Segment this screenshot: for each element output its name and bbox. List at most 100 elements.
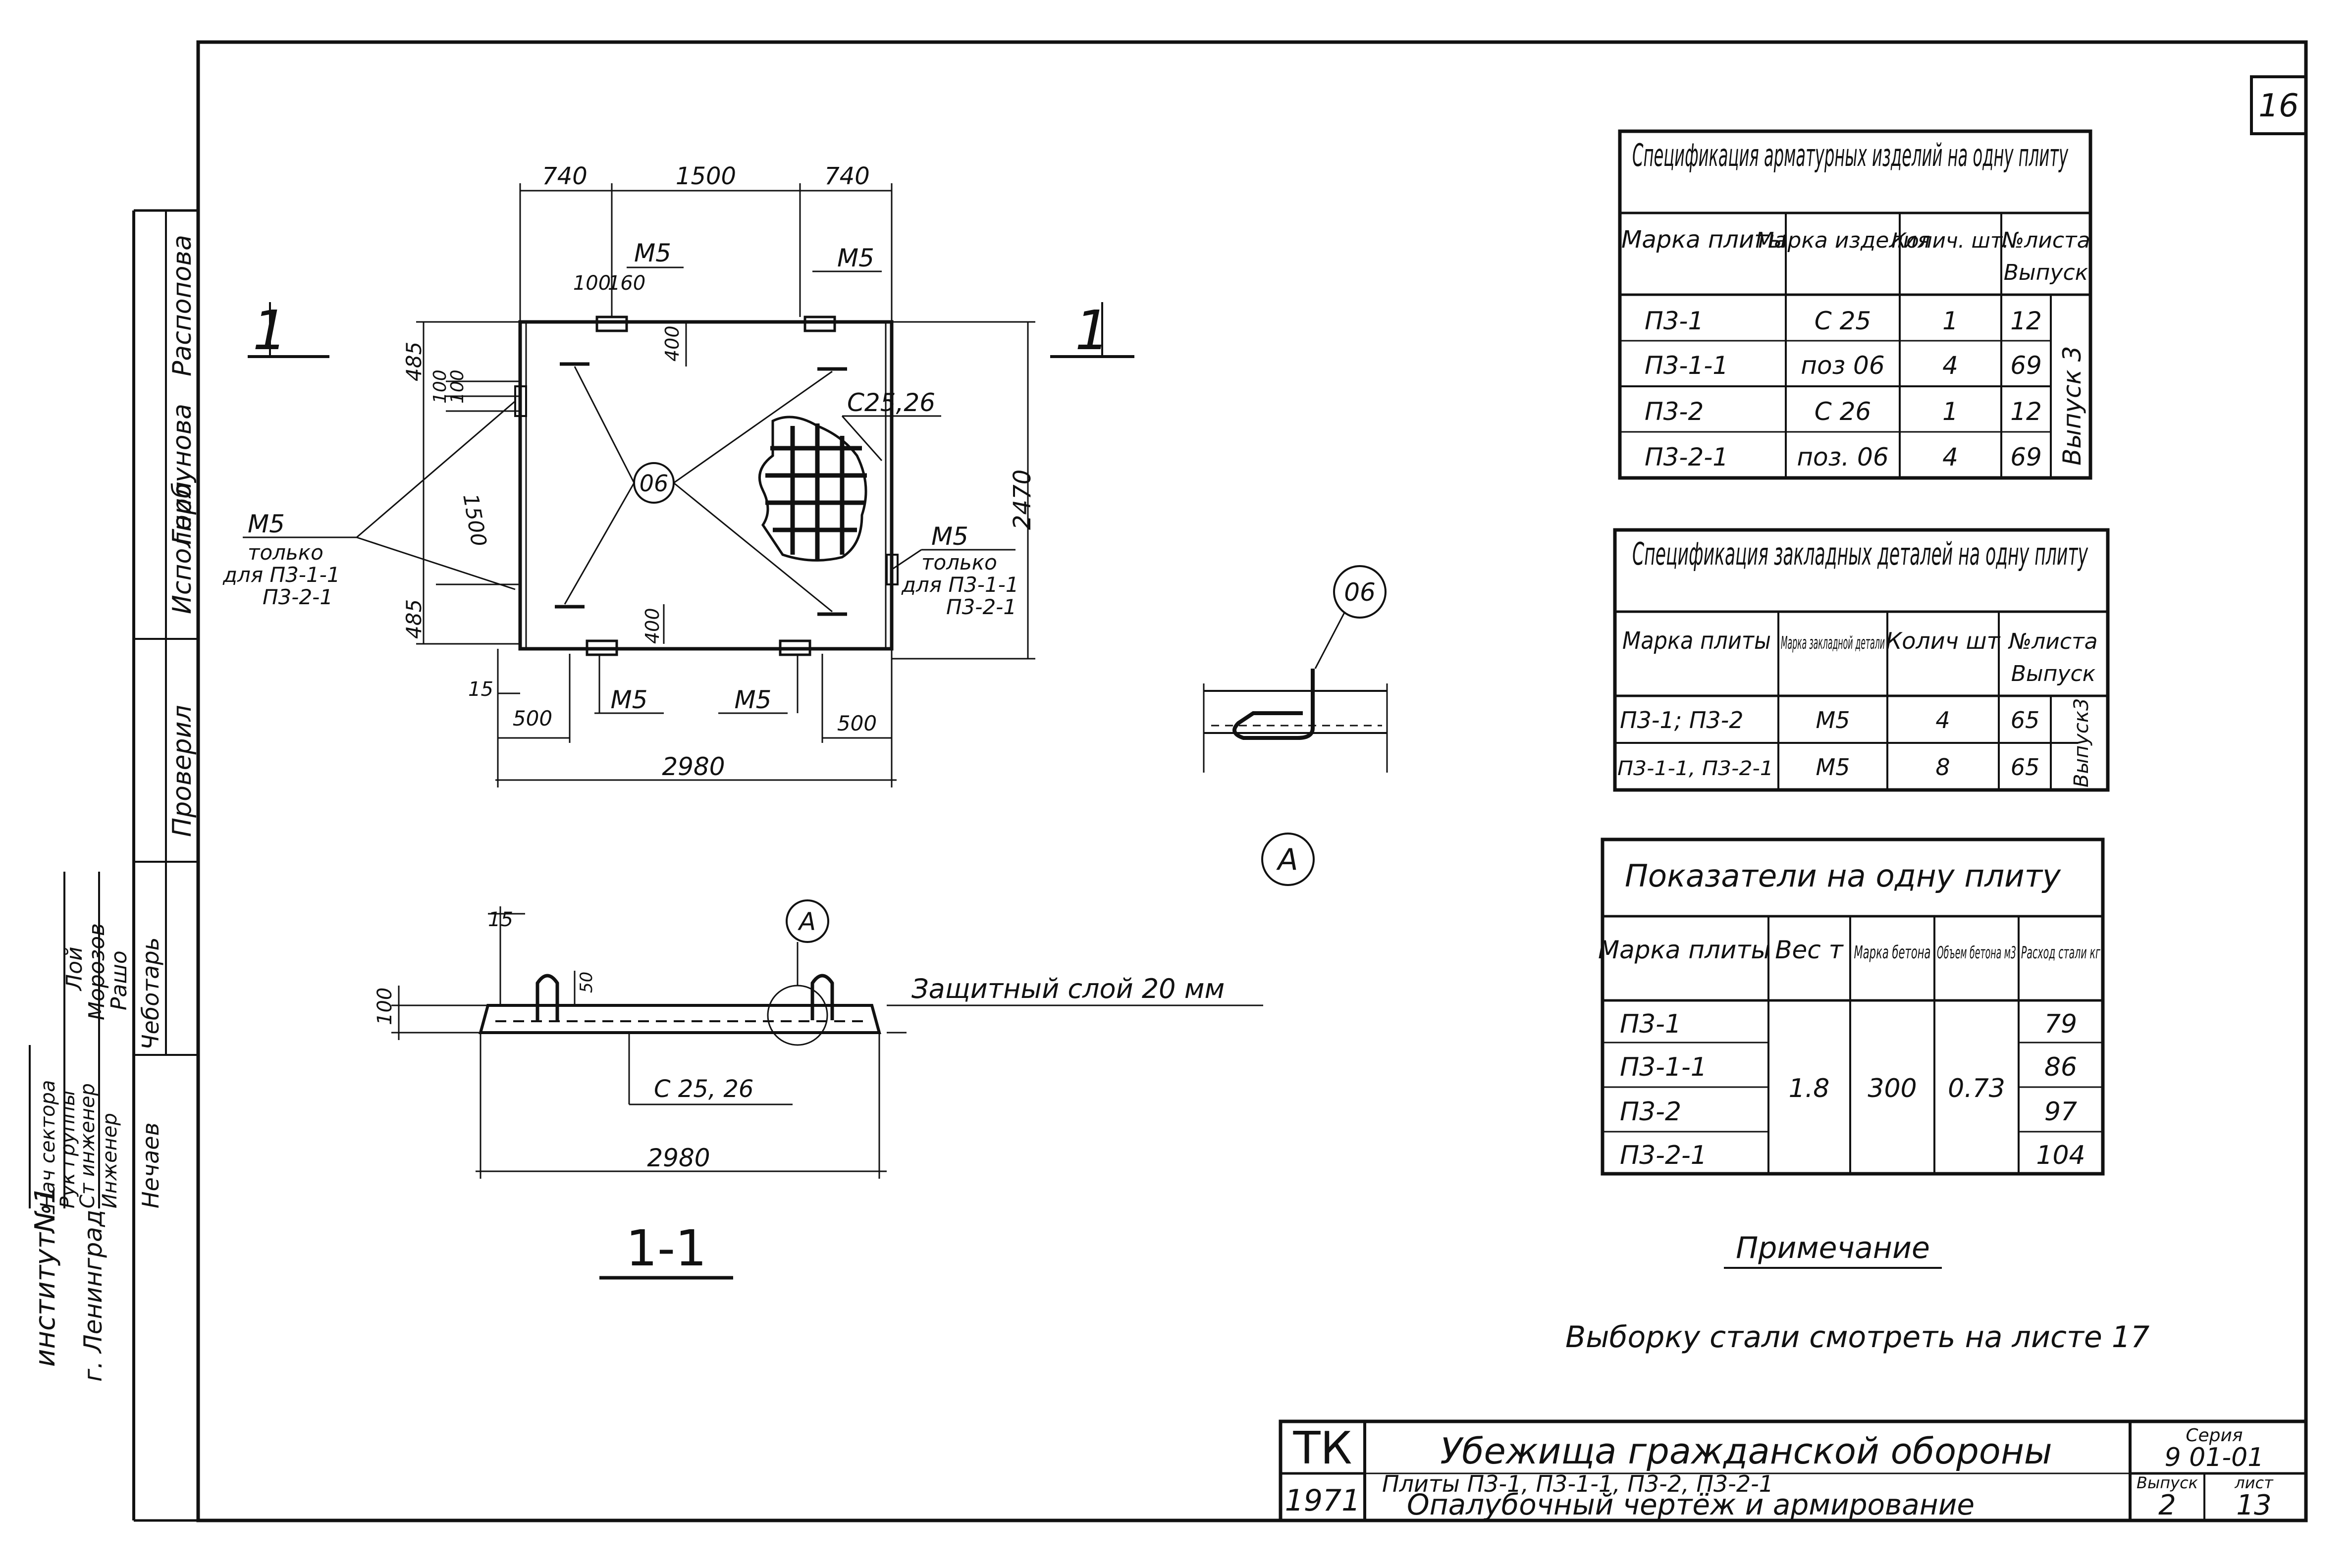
tb-main: Убежища гражданской обороны	[1440, 1430, 2052, 1472]
spec-embedded-title: Спецификация закладных деталей на одну п…	[1632, 536, 2088, 572]
spec-emb-r0c0: П3-1; П3-2	[1620, 707, 1744, 733]
ind-steel-1: 86	[2044, 1052, 2077, 1082]
sheet-number-box	[2250, 75, 2307, 135]
spec-rebar-title: Спецификация арматурных изделий на одну …	[1632, 137, 2069, 173]
dim-1500-left: 1500	[458, 492, 491, 548]
dim-top-3: 740	[824, 162, 870, 190]
tb-sub2: Опалубочный чертёж и армирование	[1407, 1488, 1975, 1521]
note: Примечание Выборку стали смотреть на лис…	[1565, 1231, 2149, 1355]
stamp-name-a0: Рашо	[107, 950, 132, 1010]
spec-emb-r1c3: 65	[2011, 754, 2040, 781]
section-mark-right: 1	[1075, 299, 1110, 362]
dim-100-left-2: 100	[447, 369, 468, 404]
tb-series: 9 01-01	[2165, 1443, 2264, 1472]
spec-rebar-h4: Выпуск	[2004, 260, 2088, 285]
spec-emb-r0c2: 4	[1935, 707, 1950, 733]
stamp-name-exec: Распопова	[167, 235, 197, 376]
spec-rebar-r2c2: 1	[1942, 397, 1958, 426]
dim-485-top: 485	[402, 342, 426, 381]
m5-right: M5	[931, 522, 968, 551]
spec-rebar-r3c3: 69	[2010, 443, 2042, 471]
ind-h0: Марка плиты	[1598, 936, 1770, 964]
ind-h2: Марка бетона	[1854, 942, 1931, 963]
spec-rebar-r2c0: П3-2	[1645, 397, 1704, 426]
dim-100-left: 100	[430, 369, 450, 404]
plan-view: 1 1 06	[222, 162, 1134, 787]
spec-rebar-r1c3: 69	[2010, 351, 2042, 380]
tb-sub1: Плиты П3-1, П3-1-1, П3-2, П3-2-1	[1382, 1470, 1773, 1497]
section-callout-a: A	[798, 907, 816, 936]
title-block: ТК 1971 Убежища гражданской обороны Плит…	[1279, 1419, 2308, 1522]
ind-steel-0: 79	[2044, 1009, 2077, 1039]
tb-sheet-label: лист	[2234, 1473, 2274, 1492]
section-length: 2980	[647, 1144, 710, 1172]
spec-emb-r0c1: М5	[1816, 707, 1850, 733]
dim-400-top: 400	[661, 325, 683, 362]
dim-2470: 2470	[1009, 470, 1036, 530]
stamp-checked-label: Проверил	[167, 705, 197, 837]
spec-rebar-h3: №листа	[2000, 228, 2090, 253]
dim-100: 100	[573, 272, 611, 295]
ind-steel-3: 104	[2036, 1141, 2085, 1170]
c25-26-label: C25,26	[847, 388, 935, 417]
sec-dim-50: 50	[577, 972, 596, 993]
tb-issue: 2	[2158, 1489, 2176, 1521]
detail-pos: 06	[1344, 578, 1376, 607]
indicators-table: Показатели на одну плиту Марка плиты Вес…	[1598, 837, 2105, 1176]
stamp-role-0: Нач сектора	[37, 1080, 59, 1208]
only-left-1: только	[248, 540, 323, 565]
left-stamp: Исполнил Распопова Проверил Горбунова Че…	[29, 210, 198, 1382]
sec-dim-15: 15	[488, 908, 513, 931]
stamp-role-1: Рук группы	[56, 1090, 79, 1208]
spec-emb-r1c2: 8	[1935, 754, 1950, 781]
dim-15-plan: 15	[468, 678, 493, 701]
sec-dim-100: 100	[374, 988, 396, 1025]
stamp-name-a3: Чеботарь	[137, 937, 164, 1050]
ind-h3: Объем бетона м3	[1937, 943, 2016, 963]
m5-bottom-left: M5	[611, 685, 648, 714]
spec-emb-h2: Колич шт	[1886, 627, 2001, 654]
cover-layer: Защитный слой 20 мм	[911, 973, 1225, 1004]
ind-steel-2: 97	[2044, 1097, 2077, 1127]
dim-500-right: 500	[837, 711, 877, 735]
sheet-number: 16	[2258, 88, 2299, 124]
only-right-2: для П3-1-1	[901, 573, 1019, 597]
tb-sheet: 13	[2236, 1489, 2271, 1521]
stamp-name-a2: Лой	[62, 946, 87, 992]
detail-a: 06 A	[1203, 565, 1388, 886]
dim-500-left: 500	[513, 706, 552, 731]
spec-rebar-h2: Колич. шт.	[1891, 228, 2009, 253]
dim-2980-plan: 2980	[662, 752, 725, 781]
spec-rebar-issue: Выпуск 3	[2058, 346, 2086, 466]
spec-rebar-r0c3: 12	[2010, 307, 2042, 335]
section-rebar: C 25, 26	[654, 1075, 753, 1103]
stamp-name-b0: Нечаев	[137, 1122, 164, 1208]
m5-left: M5	[248, 510, 285, 538]
spec-emb-h4: Выпуск	[2011, 661, 2096, 686]
spec-emb-issue: Выпуск3	[2070, 698, 2093, 787]
only-left-2: для П3-1-1	[222, 563, 340, 587]
stamp-institute: институт№1	[29, 1186, 61, 1367]
spec-rebar-r3c2: 4	[1942, 443, 1958, 471]
spec-rebar-r0c1: С 25	[1815, 307, 1871, 335]
only-right-3: П3-2-1	[946, 595, 1016, 619]
sheet-frame	[196, 40, 2308, 1522]
stamp-name-check: Горбунова	[167, 404, 197, 545]
spec-rebar-r0c0: П3-1	[1645, 307, 1704, 335]
spec-rebar-r3c1: поз. 06	[1797, 443, 1888, 471]
spec-rebar-h0: Марка плиты	[1621, 226, 1787, 254]
dim-top-2: 1500	[676, 162, 736, 190]
only-left-3: П3-2-1	[263, 585, 333, 609]
dim-400-bottom: 400	[641, 608, 663, 644]
tb-issue-label: Выпуск	[2137, 1473, 2198, 1492]
m5-top-right: M5	[837, 244, 874, 272]
dim-top-1: 740	[542, 162, 588, 190]
detail-label: A	[1276, 842, 1298, 877]
spec-rebar-table: Спецификация арматурных изделий на одну …	[1618, 129, 2092, 480]
note-title: Примечание	[1736, 1231, 1930, 1265]
spec-emb-h1: Марка закладной детали	[1781, 633, 1885, 653]
ind-concrete: 300	[1868, 1074, 1917, 1103]
only-right-1: только	[921, 550, 997, 575]
dim-160: 160	[608, 272, 645, 295]
spec-emb-h3: №листа	[2007, 629, 2097, 654]
